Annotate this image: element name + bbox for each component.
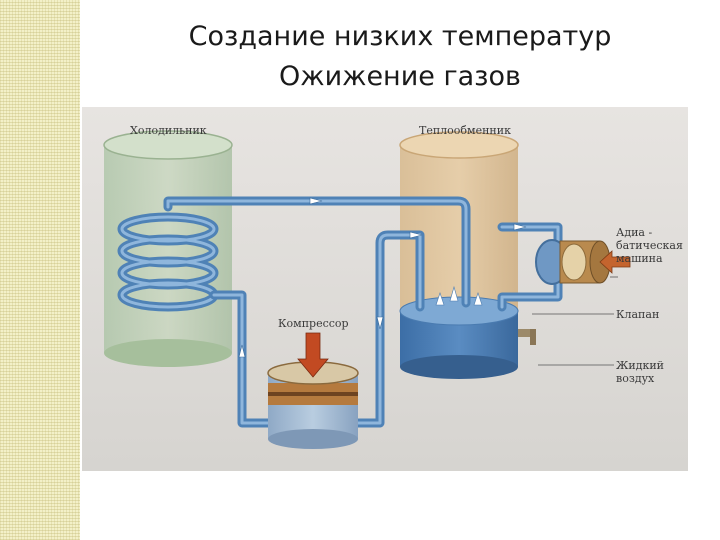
vapor-arrows [435, 285, 483, 306]
liquid-air-reservoir [399, 296, 536, 379]
label-heat-exchanger: Теплообменник [419, 124, 511, 137]
label-adiabatic-line1: Адиа - [616, 226, 653, 239]
decorative-side-stripe [0, 0, 80, 540]
label-adiabatic-line2: батическая [616, 239, 683, 252]
label-liquid-air-line1: Жидкий [616, 359, 665, 372]
pipe-network [117, 196, 563, 428]
label-valve: Клапан [616, 308, 660, 321]
label-compressor: Компрессор [278, 317, 349, 330]
label-liquid-air-line2: воздух [616, 372, 655, 385]
slide-subtitle: Ожижение газов [279, 61, 521, 92]
label-adiabatic-line3: машина [616, 252, 663, 265]
label-refrigerator: Холодильник [130, 124, 207, 137]
adiabatic-machine [535, 239, 631, 285]
flow-arrows [238, 197, 527, 358]
compressor [267, 332, 359, 449]
slide-title: Создание низких температур [188, 21, 612, 52]
gas-liquefaction-diagram [82, 107, 688, 471]
label-leader-lines [532, 276, 618, 366]
